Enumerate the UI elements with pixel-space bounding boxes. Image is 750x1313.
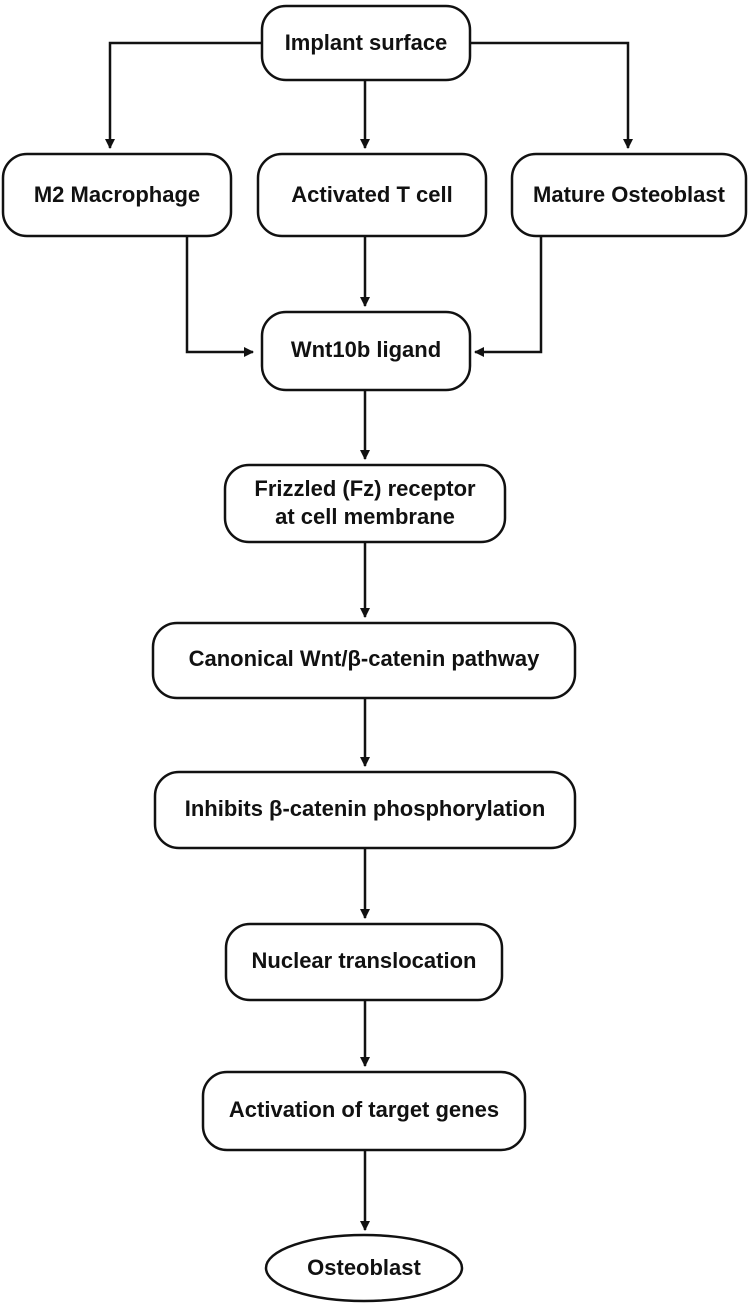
node-m2-macrophage: M2 Macrophage xyxy=(1,152,233,238)
node-osteoblast-label: Osteoblast xyxy=(307,1255,421,1280)
node-mature-osteoblast: Mature Osteoblast xyxy=(510,152,748,238)
node-nuclear-translocation: Nuclear translocation xyxy=(224,922,504,1002)
node-activated-t-cell-label: Activated T cell xyxy=(291,182,452,207)
node-canonical-pathway: Canonical Wnt/β-catenin pathway xyxy=(151,621,577,700)
node-frizzled-receptor: Frizzled (Fz) receptor at cell membrane xyxy=(223,463,507,544)
node-activation-target-genes-label: Activation of target genes xyxy=(229,1097,499,1122)
node-mature-osteoblast-label: Mature Osteoblast xyxy=(533,182,726,207)
node-wnt10b-ligand: Wnt10b ligand xyxy=(260,310,472,392)
node-activation-target-genes: Activation of target genes xyxy=(201,1070,527,1152)
node-m2-macrophage-label: M2 Macrophage xyxy=(34,182,200,207)
node-activated-t-cell: Activated T cell xyxy=(256,152,488,238)
node-implant-surface: Implant surface xyxy=(260,4,472,82)
edge-mature-osteoblast-to-wnt10b xyxy=(474,236,543,357)
edges xyxy=(105,41,633,1231)
node-inhibits-phosphorylation: Inhibits β-catenin phosphorylation xyxy=(153,770,577,850)
node-nuclear-translocation-label: Nuclear translocation xyxy=(252,948,477,973)
edge-implant-to-mature-osteoblast xyxy=(470,41,633,149)
node-inhibits-phosphorylation-label: Inhibits β-catenin phosphorylation xyxy=(185,796,546,821)
node-implant-surface-label: Implant surface xyxy=(285,30,448,55)
node-frizzled-receptor-label-line1: Frizzled (Fz) receptor xyxy=(254,476,476,501)
node-canonical-pathway-label: Canonical Wnt/β-catenin pathway xyxy=(189,646,541,671)
edge-implant-to-m2-macrophage xyxy=(105,41,262,149)
edge-m2-macrophage-to-wnt10b xyxy=(185,236,254,357)
node-frizzled-receptor-label-line2: at cell membrane xyxy=(275,504,455,529)
node-wnt10b-ligand-label: Wnt10b ligand xyxy=(291,337,441,362)
node-osteoblast: Osteoblast xyxy=(264,1233,464,1303)
